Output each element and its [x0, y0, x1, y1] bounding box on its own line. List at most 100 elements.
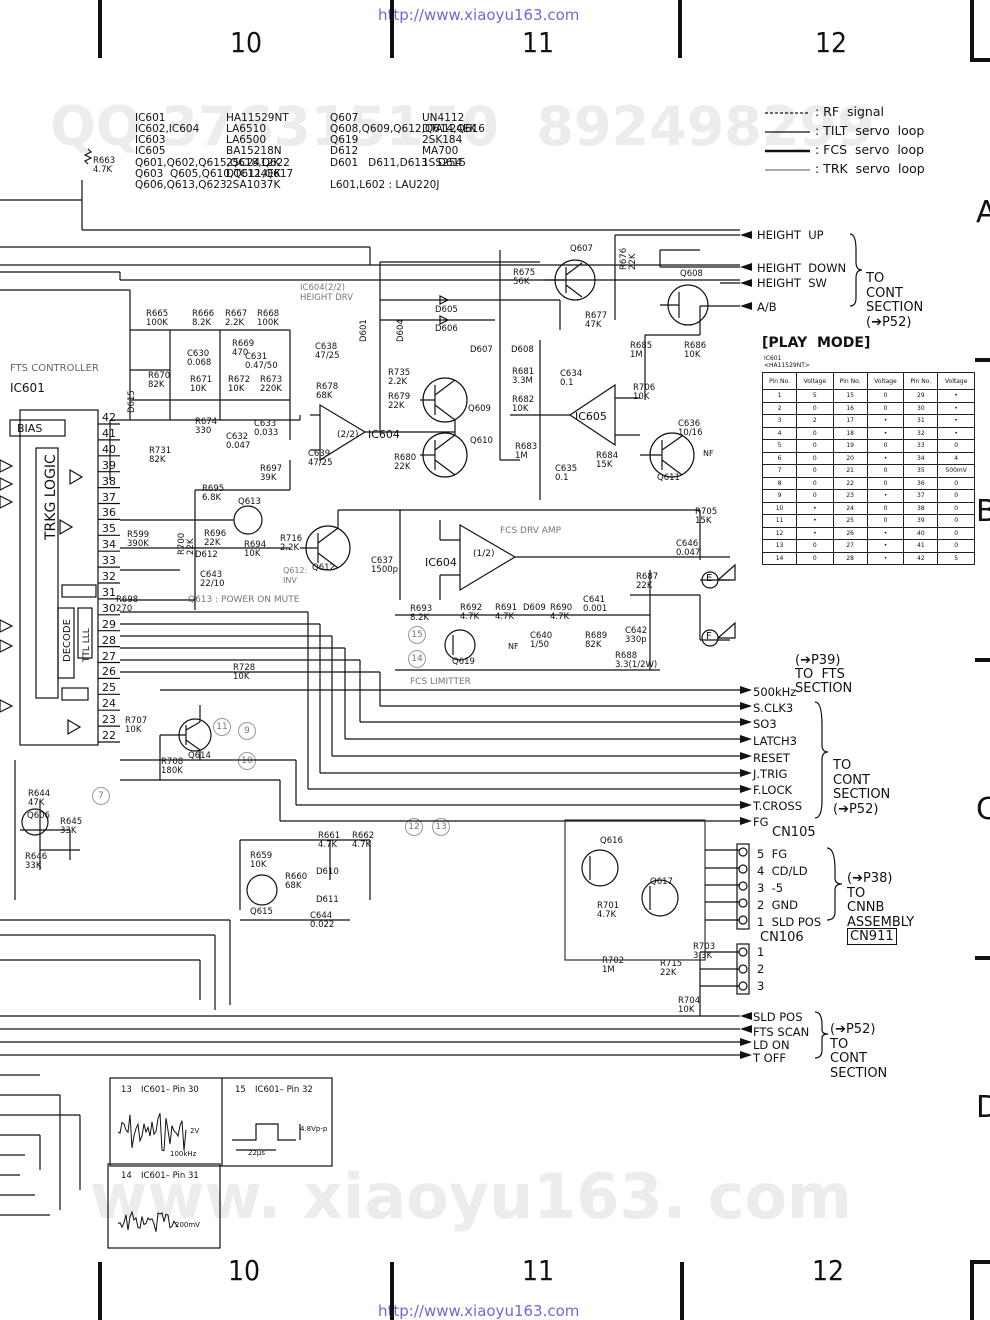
- component-q613: Q613: [238, 498, 261, 507]
- component-ref: D606: [435, 324, 458, 334]
- cn911-box: CN911: [847, 928, 897, 945]
- cn106-pin3: 3: [757, 979, 765, 993]
- component-ref: Q606: [27, 811, 50, 821]
- grid-row-d: D: [976, 1090, 990, 1125]
- label-q612-inv: Q612:: [283, 566, 308, 575]
- component-ref: C631: [245, 352, 268, 362]
- component-d610: D610: [316, 868, 339, 877]
- component-ref: D609: [523, 603, 546, 613]
- component-ref: R661: [318, 831, 341, 841]
- component-ref: Q619: [452, 657, 475, 667]
- grid-row-a: A: [976, 195, 990, 230]
- label-ic604-half: (2/2): [337, 430, 359, 440]
- ic601-pin-number: 32: [102, 570, 116, 583]
- component-value: 6.8K: [202, 493, 222, 503]
- component-ref: R646: [25, 852, 48, 862]
- component-ref: R671: [190, 375, 213, 385]
- component-value: 47K: [585, 320, 602, 330]
- play-mode-cell: •: [937, 401, 975, 415]
- label-fcs-drv-amp: FCS DRV AMP: [500, 526, 562, 536]
- component-ref: R701: [597, 901, 620, 911]
- component-ref: R703: [693, 942, 716, 952]
- label-fcs-limitter: FCS LIMITTER: [410, 677, 471, 687]
- component-value: 0.022: [310, 920, 335, 930]
- component-ref: R706: [633, 383, 656, 393]
- test-point-mark: 9: [238, 722, 256, 740]
- component-value: 1/50: [530, 640, 550, 650]
- wave13-num: 13: [121, 1085, 132, 1095]
- wave14-title: IC601– Pin 31: [141, 1171, 199, 1181]
- play-mode-cell: 22: [832, 476, 868, 490]
- component-value: 22K: [394, 462, 411, 472]
- ic601-pin-number: 38: [102, 474, 116, 488]
- component-value: 1M: [515, 451, 528, 461]
- component-q610: Q610: [470, 437, 493, 446]
- component-ref: R687: [636, 572, 659, 582]
- grid-col-11-top: 11: [522, 26, 555, 59]
- ic601-pin-number: 29: [102, 617, 116, 631]
- test-point-mark: 13: [432, 818, 450, 836]
- signal-500khz: 500kHz: [753, 685, 797, 699]
- label-ic604-top: IC604: [368, 428, 400, 441]
- signal-reset: RESET: [753, 751, 790, 765]
- component-q607: Q607: [570, 245, 593, 254]
- component-value: 4.7K: [460, 612, 480, 622]
- ic601-pin-number: 33: [102, 554, 116, 568]
- ic601-pin-number: 34: [102, 538, 116, 552]
- grid-col-12-top: 12: [815, 26, 848, 59]
- component-ref: R716: [280, 534, 303, 544]
- component-ref: Q608: [680, 269, 703, 279]
- component-ref: R694: [244, 540, 267, 550]
- ic601-pin-number: 42: [102, 411, 116, 424]
- component-q615: Q615: [250, 908, 273, 917]
- th-voltage: Voltage: [937, 372, 975, 390]
- component-value: 10K: [633, 392, 650, 402]
- component-value: 0.001: [583, 604, 608, 614]
- component-value: 2.2K: [388, 377, 408, 387]
- test-point-mark: 12: [405, 818, 423, 836]
- legend-rf: : RF signal: [815, 104, 884, 119]
- component-ref: C643: [200, 570, 223, 580]
- component-q616: Q616: [600, 837, 623, 846]
- component-ref: R707: [125, 716, 148, 726]
- component-ref: R644: [28, 789, 51, 799]
- wave15-amp: 4.8Vp-p: [300, 1125, 328, 1133]
- component-ref: R599: [127, 530, 150, 540]
- component-ref: R681: [512, 367, 535, 377]
- component-value: 10/16: [678, 428, 703, 438]
- component-value: 390K: [127, 539, 149, 549]
- wave15-time: 22µs: [248, 1149, 266, 1157]
- component-value: 10K: [250, 860, 267, 870]
- wave15-title: IC601– Pin 32: [255, 1085, 313, 1095]
- component-value: 82K: [585, 640, 602, 650]
- signal-tcross: T.CROSS: [753, 799, 802, 813]
- ic601-pin-number: 39: [102, 458, 116, 472]
- component-value: 33K: [25, 861, 42, 871]
- component-ref: C642: [625, 626, 648, 636]
- ic601-pin-number: 30: [102, 601, 116, 615]
- component-ref: C639: [308, 449, 331, 459]
- th-pin: Pin No.: [832, 372, 868, 390]
